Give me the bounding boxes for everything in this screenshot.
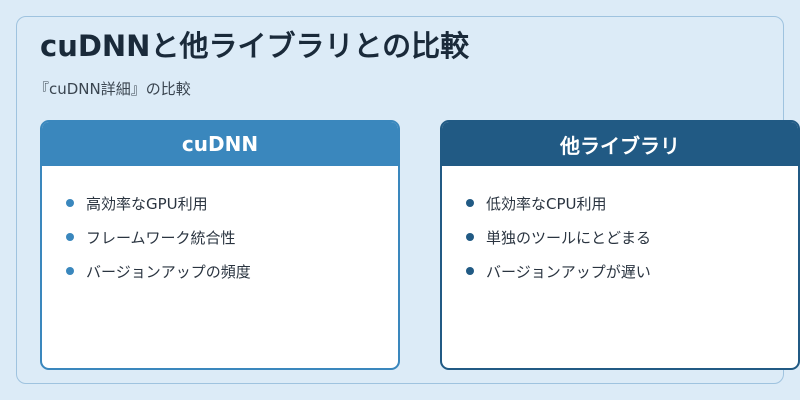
page-title: cuDNNと他ライブラリとの比較 <box>40 29 470 63</box>
cudnn-card-header: cuDNN <box>42 122 398 166</box>
bullet-dot-icon <box>466 199 474 207</box>
cudnn-feature-list: 高効率なGPU利用 フレームワーク統合性 バージョンアップの頻度 <box>42 166 398 288</box>
list-item: 単独のツールにとどまる <box>466 220 798 254</box>
list-item-text: 低効率なCPU利用 <box>486 194 607 213</box>
list-item-text: フレームワーク統合性 <box>86 228 236 247</box>
list-item-text: 高効率なGPU利用 <box>86 194 208 213</box>
other-libraries-card: 他ライブラリ 低効率なCPU利用 単独のツールにとどまる バージョンアップが遅い <box>440 120 800 370</box>
cudnn-card: cuDNN 高効率なGPU利用 フレームワーク統合性 バージョンアップの頻度 <box>40 120 400 370</box>
page-subtitle: 『cuDNN詳細』の比較 <box>34 80 191 98</box>
list-item-text: 単独のツールにとどまる <box>486 228 652 247</box>
list-item: 高効率なGPU利用 <box>66 186 398 220</box>
list-item: バージョンアップの頻度 <box>66 254 398 288</box>
bullet-dot-icon <box>466 267 474 275</box>
bullet-dot-icon <box>66 199 74 207</box>
bullet-dot-icon <box>66 233 74 241</box>
bullet-dot-icon <box>466 233 474 241</box>
bullet-dot-icon <box>66 267 74 275</box>
list-item-text: バージョンアップの頻度 <box>86 262 251 281</box>
other-libraries-card-header: 他ライブラリ <box>442 122 798 166</box>
other-libraries-feature-list: 低効率なCPU利用 単独のツールにとどまる バージョンアップが遅い <box>442 166 798 288</box>
list-item: 低効率なCPU利用 <box>466 186 798 220</box>
list-item-text: バージョンアップが遅い <box>486 262 651 281</box>
list-item: フレームワーク統合性 <box>66 220 398 254</box>
list-item: バージョンアップが遅い <box>466 254 798 288</box>
